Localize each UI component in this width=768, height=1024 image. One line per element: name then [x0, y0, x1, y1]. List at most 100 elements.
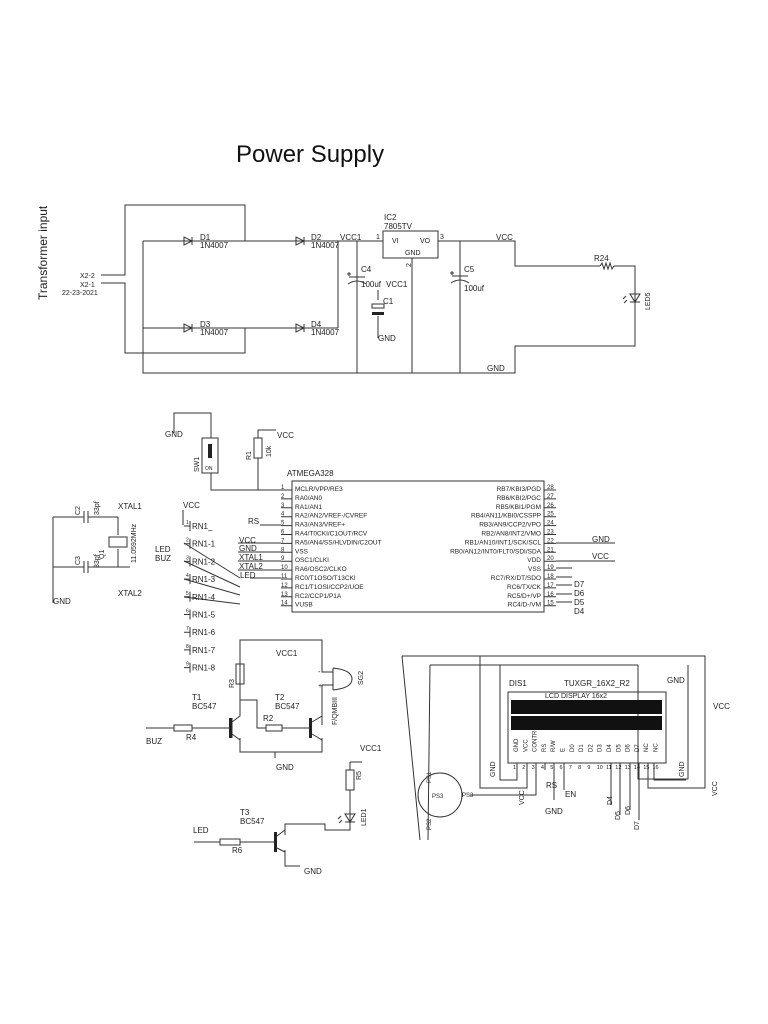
lcd-pin-number: 16 — [653, 765, 659, 771]
t2-part: BC547 — [275, 702, 300, 711]
lcd-pin-number: 8 — [578, 765, 581, 771]
bridge-wires — [109, 204, 636, 374]
mcu-left-pin-number: 9 — [281, 556, 285, 562]
t2-ref: T2 — [275, 693, 285, 702]
sw1-ref: SW1 — [194, 457, 201, 472]
lcd-pin-label: GND — [514, 738, 520, 752]
lcd-pin-number: 4 — [541, 765, 544, 771]
c1-gnd: GND — [378, 334, 396, 343]
pot-center: PS3 — [432, 794, 444, 800]
mcu-right-pin-label: RB6/KBI2/PGC — [497, 495, 542, 502]
mcu-right-pin-number: 25 — [547, 512, 554, 518]
page-title: Power Supply — [236, 141, 384, 168]
resistor-r3 — [235, 663, 245, 685]
power-supply-section: Transformer input X2-2 X2-1 22-23-2021 D… — [36, 204, 652, 374]
lcd-pin-label: CONTR — [533, 730, 539, 752]
c5-value: 100uf — [464, 284, 485, 293]
mcu-left-pin-label: RC0/T1OSO/T13CKI — [295, 575, 356, 582]
rn-item-label: RN1-4 — [192, 593, 216, 602]
mcu-right-pin-label: RB1/AN10/INT1/SCK/SCL — [465, 539, 542, 546]
buzzer-vcc1: VCC1 — [276, 649, 298, 658]
rn-pin-wire — [184, 662, 191, 673]
lcd-pin-label: D2 — [588, 744, 594, 752]
lcd-pin-number: 10 — [597, 765, 603, 771]
mcu-right-pin-number: 16 — [547, 592, 554, 598]
lcd-pin-label: VCC — [523, 739, 529, 752]
mcu-right-pin-number: 17 — [547, 583, 554, 589]
rn-buz: BUZ — [155, 554, 171, 563]
potentiometer[interactable] — [417, 772, 463, 818]
lcd-pin-number: 13 — [625, 765, 631, 771]
mcu-left-pin-label: OSC1/CLKI — [295, 557, 329, 564]
switch-sw1[interactable] — [201, 437, 219, 474]
lcd-pin-number: 15 — [643, 765, 649, 771]
mcu-right-pin-label: RC6/TX/CK — [507, 584, 542, 591]
mcu-left-pin-label: RA1/AN1 — [295, 504, 322, 511]
rn-led: LED — [155, 545, 171, 554]
lcd-vcc-bottom: VCC — [519, 790, 526, 805]
lcd-row-1 — [511, 700, 662, 714]
reset-wires — [173, 412, 281, 491]
vcc-label: VCC — [496, 233, 513, 242]
c3-ref: C3 — [75, 556, 82, 565]
diode-d4 — [295, 323, 306, 333]
mcu-right-wires — [556, 542, 615, 603]
lcd-pin-label: R/W — [551, 740, 557, 752]
lcd-pin-label: E — [561, 748, 567, 752]
sg2-plus: + — [318, 683, 322, 690]
mcu-right-pin-label: RB0/AN12/INT0/FLT0/SDI/SDA — [450, 548, 542, 555]
mcu-left-pin-label: VUSB — [295, 602, 313, 609]
net-d5: D5 — [574, 598, 585, 607]
mcu-right-pin-number: 19 — [547, 565, 554, 571]
reset-gnd: GND — [165, 430, 183, 439]
mcu-right-pin-label: RB5/KBI1/PGM — [496, 504, 541, 511]
rn-item-label: RN1-8 — [192, 664, 216, 673]
lcd-d6: D6 — [625, 806, 632, 815]
rn-pin-wire — [184, 538, 191, 549]
atmega328-chip — [291, 480, 545, 613]
r4-ref: R4 — [186, 733, 197, 742]
lcd-en: EN — [565, 790, 576, 799]
rn-pin-wire — [184, 609, 191, 620]
q1-ref: Q1 — [99, 550, 106, 559]
diode-d2 — [295, 236, 306, 246]
r24-ref: R24 — [594, 254, 609, 263]
ic2-pin2: 2 — [406, 263, 413, 267]
q1-value: 11.0592MHz — [131, 523, 138, 563]
lcd-pin-number: 1 — [513, 765, 516, 771]
lcd-gnd-right: GND — [679, 761, 686, 777]
mcu-left-pin-label: RC1/T1OSI/CCP2/UOE — [295, 584, 364, 591]
rn-pin-number: 2 — [186, 538, 189, 544]
capacitor-c3 — [83, 561, 89, 573]
mcu-left-pin-label: RA3/AN3/VREF+ — [295, 522, 345, 529]
lcd-gnd-left: GND — [490, 761, 497, 777]
rn-item-label: RN1-5 — [192, 611, 216, 620]
buz-net: BUZ — [146, 737, 162, 746]
led1-ref: LED1 — [361, 808, 368, 826]
lcd-pin-label: D4 — [607, 744, 613, 752]
r1-value: 10k — [266, 445, 273, 457]
mcu-left-pin-number: 3 — [281, 503, 285, 509]
net-led: LED — [240, 571, 256, 580]
led-vcc1: VCC1 — [360, 744, 382, 753]
d3-part: 1N4007 — [200, 328, 229, 337]
ic2-ref: IC2 — [384, 213, 397, 222]
sg2-ref: SG2 — [358, 671, 365, 685]
mcu-left-pin-label: RA2/AN2/VREF-/CVREF — [295, 513, 367, 520]
resistor-r4 — [173, 724, 193, 732]
mcu-right-pin-label: RC4/D-/VM — [508, 602, 541, 609]
buzzer-sg2 — [332, 667, 353, 691]
lcd-pin-label: D1 — [579, 744, 585, 752]
lcd-d5: D5 — [615, 811, 622, 820]
mcu-right-pin-number: 23 — [547, 530, 554, 536]
c2-ref: C2 — [75, 506, 82, 515]
ic2-pin3: 3 — [440, 234, 444, 241]
vcc1-label: VCC1 — [340, 233, 362, 242]
buzzer-gnd: GND — [276, 763, 294, 772]
rn-pin-wire — [184, 644, 191, 655]
rn-pin-number: 8 — [186, 644, 189, 650]
d1-part: 1N4007 — [200, 241, 229, 250]
